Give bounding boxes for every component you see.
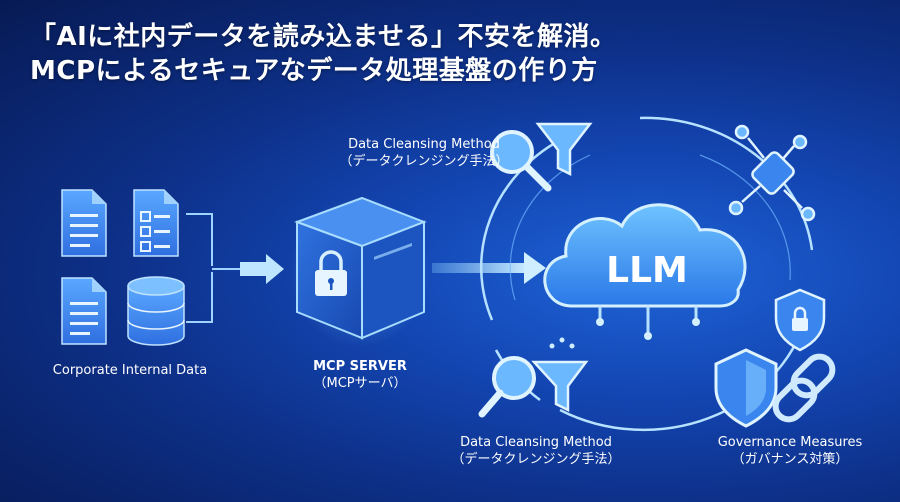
funnel-icon bbox=[531, 337, 589, 413]
corporate-data-label: Corporate Internal Data bbox=[52, 363, 208, 378]
chain-link-icon bbox=[772, 353, 836, 423]
form-document-icon bbox=[133, 189, 179, 257]
arrow-to-llm bbox=[432, 252, 546, 284]
cloud-icon bbox=[543, 203, 747, 340]
magnifier-icon bbox=[478, 356, 536, 418]
cleansing-bottom-label: Data Cleansing Method （データクレンジング手法） bbox=[451, 435, 621, 467]
funnel-icon bbox=[535, 122, 593, 177]
lock-icon bbox=[315, 250, 347, 296]
title-line-2: MCPによるセキュアなデータ処理基盤の作り方 bbox=[30, 56, 598, 86]
llm-label: LLM bbox=[606, 250, 688, 291]
page-title: 「AIに社内データを読み込ませる」不安を解消。 MCPによるセキュアなデータ処理… bbox=[30, 20, 617, 88]
shield-lock-icon bbox=[774, 288, 826, 352]
shield-icon bbox=[714, 348, 778, 428]
document-icon bbox=[61, 277, 107, 345]
cleansing-top-label: Data Cleansing Method （データクレンジング手法） bbox=[339, 137, 509, 169]
cube-icon bbox=[290, 196, 430, 347]
network-icon bbox=[728, 124, 816, 222]
magnifier-icon bbox=[490, 130, 552, 192]
title-line-1: 「AIに社内データを読み込ませる」不安を解消。 bbox=[30, 22, 617, 52]
database-icon bbox=[127, 276, 185, 346]
arrow-to-server bbox=[240, 254, 284, 284]
governance-label: Governance Measures （ガバナンス対策） bbox=[717, 435, 863, 467]
mcp-server-label: MCP SERVER （MCPサーバ） bbox=[313, 359, 407, 391]
document-icon bbox=[61, 189, 107, 257]
